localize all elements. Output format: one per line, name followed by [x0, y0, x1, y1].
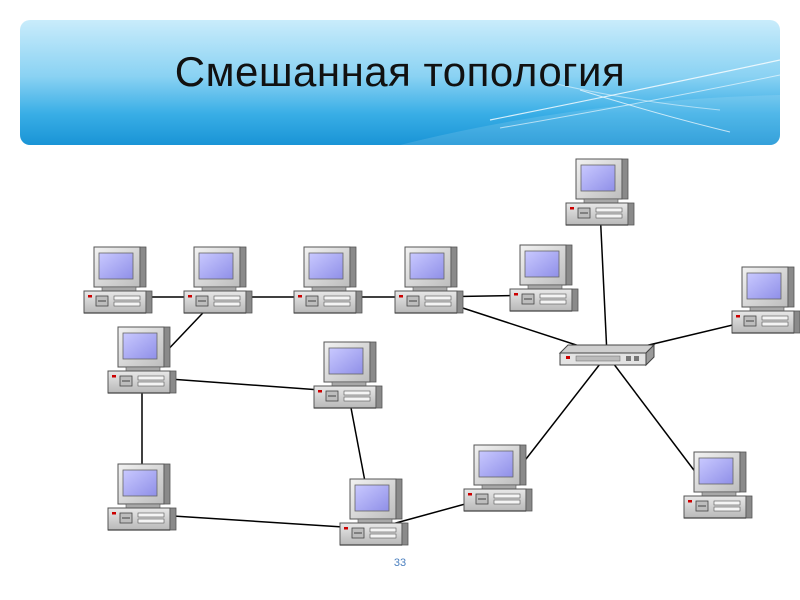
computer-icon-pc-5: [509, 244, 579, 312]
computer-icon-pc-4: [394, 246, 464, 314]
computer-icon-pc-6: [107, 326, 177, 394]
banner-swoosh-decoration: [400, 59, 780, 145]
computer-icon-pc-10: [463, 444, 533, 512]
computer-icon-pc-11: [565, 158, 635, 226]
title-banner: [20, 20, 780, 145]
slide-title: Смешанная топология: [174, 48, 626, 95]
computer-icon-pc-3: [293, 246, 363, 314]
hub-switch: [558, 343, 656, 367]
computer-icon-pc-1: [83, 246, 153, 314]
page-number: 33: [393, 557, 407, 569]
link-pc-11-hub: [599, 208, 608, 356]
computer-icon-pc-2: [183, 246, 253, 314]
computer-icon-pc-9: [339, 478, 409, 546]
computer-icon-pc-13: [683, 451, 753, 519]
computer-icon-pc-8: [107, 463, 177, 531]
link-pc-8-pc-9: [141, 513, 375, 530]
computer-icon-pc-12: [731, 266, 800, 334]
computer-icon-pc-7: [313, 341, 383, 409]
network-nodes: [83, 158, 800, 546]
